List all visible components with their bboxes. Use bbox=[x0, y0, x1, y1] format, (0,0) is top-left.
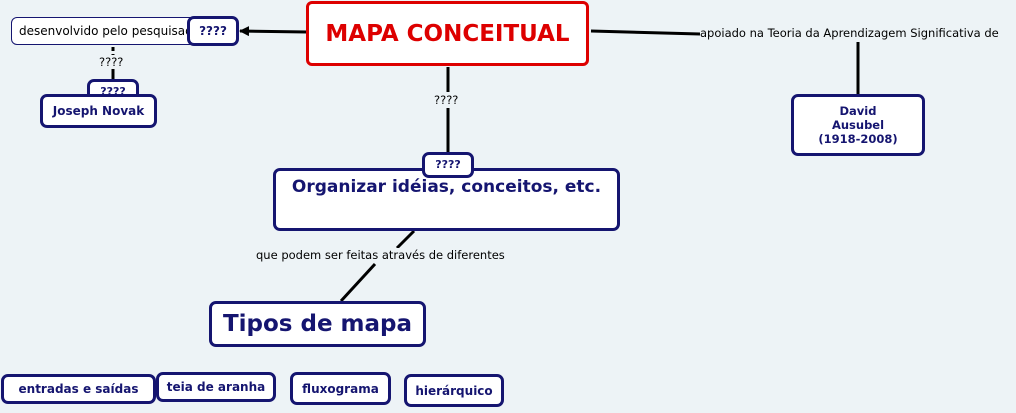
ausubel-label: David Ausubel (1918-2008) bbox=[818, 104, 898, 146]
link-organize-to-label bbox=[395, 229, 416, 250]
organize-label: Organizar idéias, conceitos, etc. bbox=[291, 177, 602, 197]
novak-node[interactable]: Joseph Novak bbox=[40, 94, 157, 128]
link-main-to-left bbox=[239, 26, 308, 37]
type-spider-web-node[interactable]: teia de aranha bbox=[156, 372, 276, 402]
question-node-left[interactable]: ???? bbox=[187, 16, 239, 46]
type-hierarchical-label: hierárquico bbox=[415, 383, 493, 398]
type-spider-web-label: teia de aranha bbox=[166, 380, 266, 394]
main-concept-node[interactable]: MAPA CONCEITUAL bbox=[306, 1, 589, 66]
developed-by-label: desenvolvido pelo pesquisador bbox=[19, 24, 201, 38]
main-concept-label: MAPA CONCEITUAL bbox=[325, 20, 570, 47]
question-node-center[interactable]: ???? bbox=[422, 152, 474, 178]
link-label-supported-by: apoiado na Teoria da Aprendizagem Signif… bbox=[700, 26, 999, 40]
link-label-can-be-made: que podem ser feitas através de diferent… bbox=[256, 248, 505, 262]
developed-by-node[interactable]: desenvolvido pelo pesquisador bbox=[11, 17, 201, 45]
link-label-left-question: ???? bbox=[99, 55, 124, 69]
type-hierarchical-node[interactable]: hierárquico bbox=[404, 374, 504, 407]
question-left-label: ???? bbox=[199, 24, 227, 38]
question-center-label: ???? bbox=[435, 157, 461, 171]
type-flowchart-node[interactable]: fluxograma bbox=[290, 372, 391, 405]
type-inputs-outputs-node[interactable]: entradas e saídas bbox=[1, 374, 156, 404]
link-label-center-question: ???? bbox=[434, 93, 459, 107]
link-main-to-right-label bbox=[590, 29, 701, 36]
type-inputs-outputs-label: entradas e saídas bbox=[18, 382, 139, 396]
map-types-node[interactable]: Tipos de mapa bbox=[209, 301, 426, 347]
ausubel-node[interactable]: David Ausubel (1918-2008) bbox=[791, 94, 925, 156]
link-label-to-types bbox=[339, 262, 377, 303]
novak-label: Joseph Novak bbox=[52, 104, 145, 118]
type-flowchart-label: fluxograma bbox=[302, 381, 379, 396]
map-types-label: Tipos de mapa bbox=[222, 311, 413, 337]
